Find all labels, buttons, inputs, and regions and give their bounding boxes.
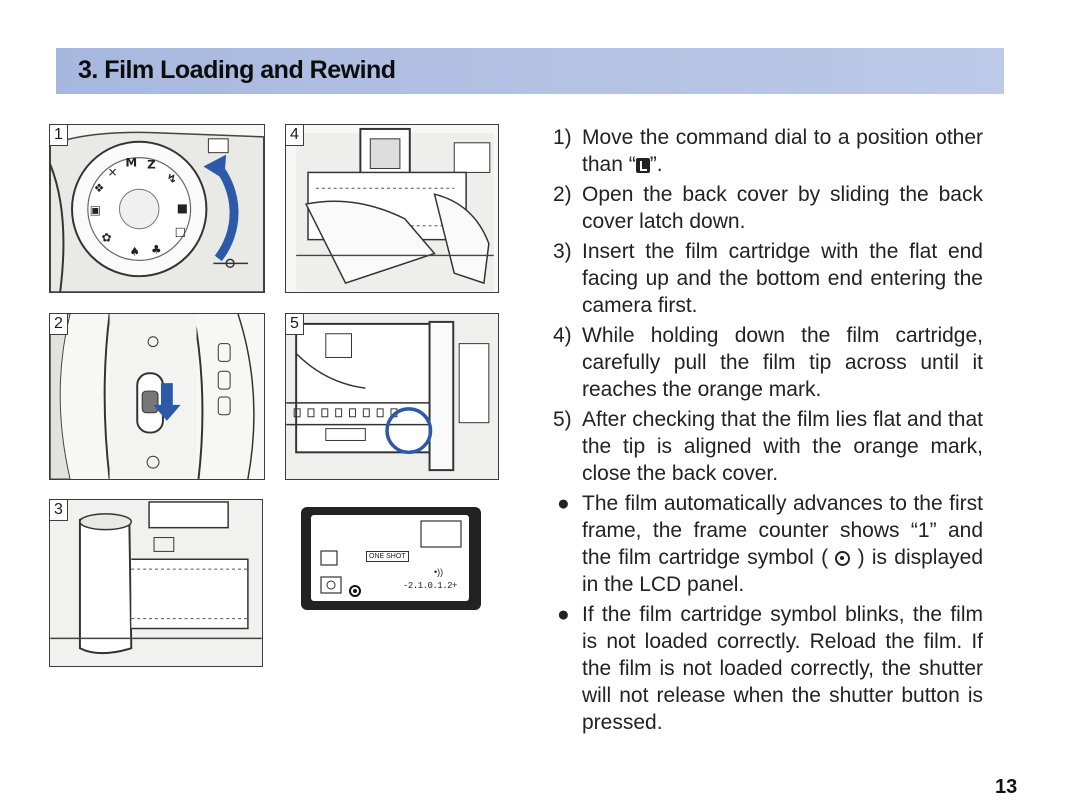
- lcd-mode-label: ONE SHOT: [366, 551, 409, 562]
- back-latch-illustration: [50, 314, 255, 479]
- svg-text:Z: Z: [147, 157, 156, 171]
- note-text-part: ) is displayed in the LCD panel.: [582, 546, 983, 596]
- svg-text:□: □: [175, 225, 186, 239]
- svg-text:❖: ❖: [94, 181, 105, 195]
- note-1: ● The film automatically advances to the…: [553, 490, 983, 598]
- section-title: 3. Film Loading and Rewind: [78, 56, 396, 84]
- figure-number: 5: [286, 314, 304, 335]
- step-4: 4) While holding down the film cartridge…: [553, 322, 983, 403]
- step-text-part: ”.: [649, 153, 663, 176]
- figure-number: 3: [50, 500, 68, 521]
- step-text: Insert the film cartridge with the flat …: [582, 240, 983, 317]
- lcd-screen: ONE SHOT •)) -2.1.0.1.2+: [311, 515, 469, 601]
- figure-2-back-latch: 2: [49, 313, 265, 480]
- figure-number: 2: [50, 314, 68, 335]
- svg-text:✕: ✕: [108, 165, 118, 179]
- step-3: 3) Insert the film cartridge with the fl…: [553, 238, 983, 319]
- exposure-scale: -2.1.0.1.2+: [403, 581, 457, 591]
- step-5: 5) After checking that the film lies fla…: [553, 406, 983, 487]
- section-header: 3. Film Loading and Rewind: [56, 48, 1004, 94]
- svg-text:✿: ✿: [102, 231, 112, 245]
- lcd-panel-illustration: ONE SHOT •)) -2.1.0.1.2+: [301, 507, 481, 610]
- svg-text:↯: ↯: [167, 171, 177, 185]
- step-number: 4): [553, 324, 572, 347]
- insert-cartridge-illustration: [50, 500, 262, 666]
- step-number: 2): [553, 183, 572, 206]
- step-text: After checking that the film lies flat a…: [582, 408, 983, 485]
- film-position-illustration: [286, 314, 498, 479]
- page-number: 13: [995, 776, 1018, 798]
- instructions: 1) Move the command dial to a position o…: [553, 124, 983, 739]
- svg-text:♠: ♠: [129, 244, 140, 258]
- svg-text:M: M: [125, 156, 137, 170]
- figure-4-open-back: 4: [285, 124, 499, 293]
- bullet-icon: ●: [557, 492, 570, 515]
- figure-number: 1: [50, 125, 68, 146]
- lock-mode-icon: [635, 158, 650, 173]
- step-number: 5): [553, 408, 572, 431]
- film-cartridge-icon: [835, 551, 851, 566]
- step-number: 1): [553, 126, 572, 149]
- note-text: If the film cartridge symbol blinks, the…: [582, 603, 983, 734]
- step-text: While holding down the film cartridge, c…: [582, 324, 983, 401]
- svg-text:■: ■: [177, 201, 188, 215]
- figure-3-insert-cartridge: 3: [49, 499, 263, 667]
- beep-icon: •)): [434, 567, 444, 577]
- svg-text:▣: ▣: [90, 203, 101, 217]
- note-text-part: The film automatically advances to the f…: [582, 492, 983, 569]
- figure-5-film-position: 5: [285, 313, 499, 480]
- note-2: ● If the film cartridge symbol blinks, t…: [553, 601, 983, 736]
- step-text-part: Move the command dial to a position othe…: [582, 126, 983, 176]
- figure-number: 4: [286, 125, 304, 146]
- step-text: Open the back cover by sliding the back …: [582, 183, 983, 233]
- svg-text:♣: ♣: [151, 242, 162, 256]
- bullet-icon: ●: [557, 603, 570, 626]
- step-1: 1) Move the command dial to a position o…: [553, 124, 983, 178]
- film-cartridge-icon: [349, 585, 361, 597]
- open-back-illustration: [296, 127, 494, 292]
- step-2: 2) Open the back cover by sliding the ba…: [553, 181, 983, 235]
- step-number: 3): [553, 240, 572, 263]
